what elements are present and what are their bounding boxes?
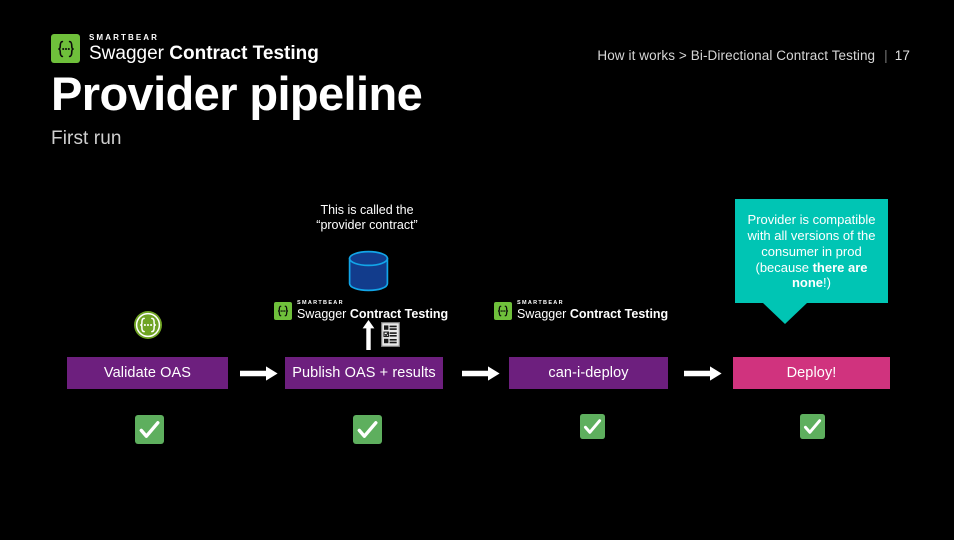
annotation-line-2: “provider contract”: [316, 217, 418, 232]
test-results-icon: [381, 322, 400, 352]
product-name: Swagger Contract Testing: [517, 306, 669, 321]
logo-text: SMARTBEAR Swagger Contract Testing: [517, 300, 669, 321]
callout-text: Provider is compatible with all versions…: [735, 199, 888, 304]
breadcrumb-separator: |: [884, 48, 888, 63]
callout-text-emphasis: there are none: [791, 259, 868, 291]
product-name: Swagger Contract Testing: [297, 306, 449, 321]
product-name-bold: Contract Testing: [569, 306, 669, 321]
green-check-icon: [580, 414, 605, 439]
breadcrumb: How it works > Bi-Directional Contract T…: [597, 48, 910, 63]
page-number: 17: [894, 48, 910, 63]
flow-arrow-icon: [684, 366, 722, 386]
logo-text: SMARTBEAR Swagger Contract Testing: [297, 300, 449, 321]
callout-pointer: [763, 303, 807, 325]
flow-arrow-icon: [462, 366, 500, 386]
pipeline-step-can-i-deploy[interactable]: can-i-deploy: [509, 357, 668, 389]
callout-text-part2: !): [823, 275, 831, 291]
database-cylinder-icon: [348, 250, 389, 297]
green-check-icon: [353, 415, 382, 444]
pipeline-step-label: Validate OAS: [103, 365, 192, 381]
upload-arrow-icon: [362, 320, 375, 355]
brand-name: SMARTBEAR: [89, 33, 160, 42]
pipeline-step-deploy[interactable]: Deploy!: [733, 357, 890, 389]
green-check-icon: [800, 414, 825, 439]
swagger-braces-icon: [274, 301, 292, 320]
pipeline-step-publish-oas-results[interactable]: Publish OAS + results: [285, 357, 443, 389]
pipeline-step-label: can-i-deploy: [548, 365, 629, 381]
green-check-icon: [135, 415, 164, 444]
product-name-bold: Contract Testing: [169, 43, 319, 64]
product-name-light: Swagger: [517, 306, 570, 321]
swagger-braces-icon: [494, 301, 512, 320]
breadcrumb-path: How it works > Bi-Directional Contract T…: [597, 48, 876, 63]
pipeline-step-label: Publish OAS + results: [292, 365, 436, 381]
product-name-light: Swagger: [89, 43, 170, 64]
product-name: Swagger Contract Testing: [89, 44, 319, 64]
product-name-bold: Contract Testing: [349, 306, 449, 321]
compatibility-callout: Provider is compatible with all versions…: [735, 199, 888, 325]
swagger-circle-icon: [133, 310, 163, 345]
swagger-contract-testing-logo-publish: SMARTBEAR Swagger Contract Testing: [274, 300, 449, 321]
callout-text-part1: Provider is compatible with all versions…: [747, 212, 876, 275]
provider-contract-annotation: This is called the “provider contract”: [287, 203, 447, 233]
brand-name: SMARTBEAR: [297, 300, 344, 306]
flow-arrow-icon: [240, 366, 278, 386]
page-title: Provider pipeline: [51, 67, 423, 120]
brand-name: SMARTBEAR: [517, 300, 564, 306]
swagger-contract-testing-logo-canideploy: SMARTBEAR Swagger Contract Testing: [494, 300, 669, 321]
swagger-braces-icon: [51, 34, 80, 64]
pipeline-step-validate-oas[interactable]: Validate OAS: [67, 357, 228, 389]
pipeline-step-label: Deploy!: [786, 365, 837, 381]
product-name-light: Swagger: [297, 306, 350, 321]
logo-text: SMARTBEAR Swagger Contract Testing: [89, 34, 319, 64]
page-subtitle: First run: [51, 128, 122, 149]
smartbear-swagger-logo: SMARTBEAR Swagger Contract Testing: [51, 34, 319, 64]
annotation-line-1: This is called the: [320, 203, 414, 217]
